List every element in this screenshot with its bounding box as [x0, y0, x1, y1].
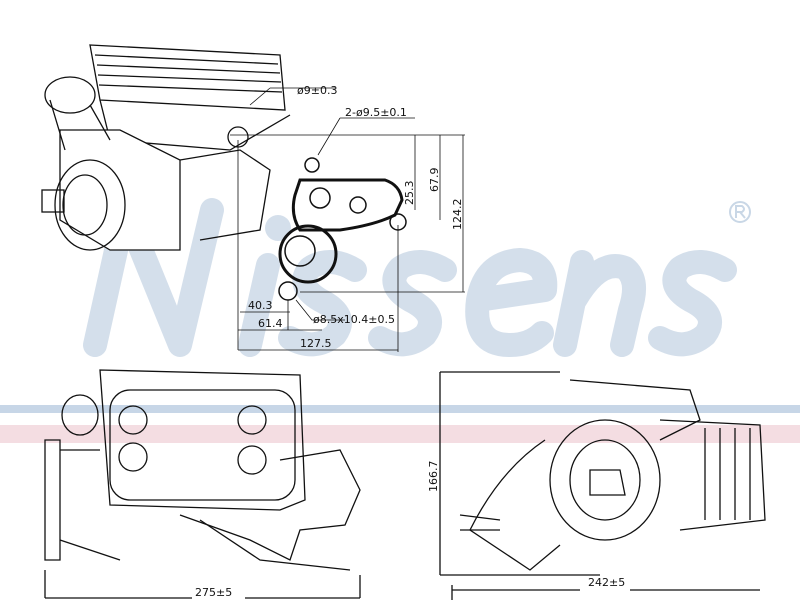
dimension-lines — [230, 87, 465, 352]
top-view-part — [41, 44, 291, 251]
side-view-part — [439, 371, 766, 600]
dim-hole-c: ø8.5x10.4±0.5 — [313, 313, 395, 326]
dim-hole-a: ø9±0.3 — [297, 84, 337, 97]
watermark-logo — [83, 198, 737, 357]
dim-width-side: 242±5 — [588, 576, 625, 589]
pink-band — [0, 425, 800, 443]
dim-holes-b: 2-ø9.5±0.1 — [345, 106, 407, 119]
front-view-part — [44, 369, 361, 599]
dim-height-side: 166.7 — [427, 461, 440, 493]
blue-band — [0, 405, 800, 413]
dim-width-front: 275±5 — [195, 586, 232, 599]
dim-40: 40.3 — [248, 299, 273, 312]
dim-25: 25.3 — [403, 181, 416, 206]
flange-detail — [278, 157, 407, 301]
dim-67: 67.9 — [428, 168, 441, 193]
registered-mark — [729, 201, 751, 223]
dim-127: 127.5 — [300, 337, 332, 350]
dim-124: 124.2 — [451, 199, 464, 231]
dim-61: 61.4 — [258, 317, 283, 330]
